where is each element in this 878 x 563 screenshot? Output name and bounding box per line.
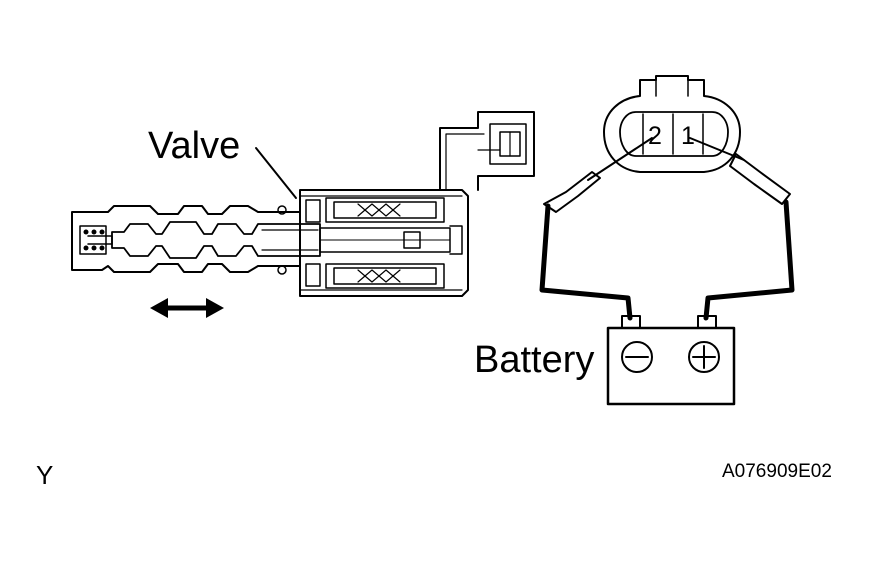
valve-leader-line xyxy=(255,147,297,199)
connector-pin-1-label: 1 xyxy=(681,122,695,150)
terminal-positive xyxy=(697,315,717,329)
connector-inner xyxy=(619,111,729,157)
figure-code: A076909E02 xyxy=(722,461,832,482)
valve-spool xyxy=(111,221,321,259)
spring xyxy=(79,225,113,255)
connector-pin-2-label: 2 xyxy=(648,122,662,150)
coil-lower xyxy=(325,263,445,289)
connector-outer xyxy=(603,75,741,173)
connector-face xyxy=(603,75,741,173)
probe-positive xyxy=(689,137,791,205)
o-ring-lower xyxy=(277,265,287,275)
oil-control-valve xyxy=(71,111,535,297)
coil-upper xyxy=(325,197,445,223)
double-arrow-icon xyxy=(150,298,224,318)
minus-circle-icon xyxy=(621,341,653,373)
o-ring-upper xyxy=(277,205,287,215)
solenoid-housing xyxy=(299,189,469,297)
corner-letter: Y xyxy=(36,460,54,490)
plunger xyxy=(319,225,463,255)
wire-positive xyxy=(703,199,795,321)
plus-circle-icon xyxy=(688,341,720,373)
probe-negative xyxy=(543,137,653,213)
valve-label: Valve xyxy=(148,125,241,167)
battery-label: Battery xyxy=(474,339,595,381)
wire-negative xyxy=(539,203,633,321)
battery xyxy=(606,315,736,406)
battery-case xyxy=(606,326,736,406)
solenoid-connector-housing xyxy=(439,111,535,191)
valve-sleeve xyxy=(71,205,301,273)
terminal-negative xyxy=(621,315,641,329)
